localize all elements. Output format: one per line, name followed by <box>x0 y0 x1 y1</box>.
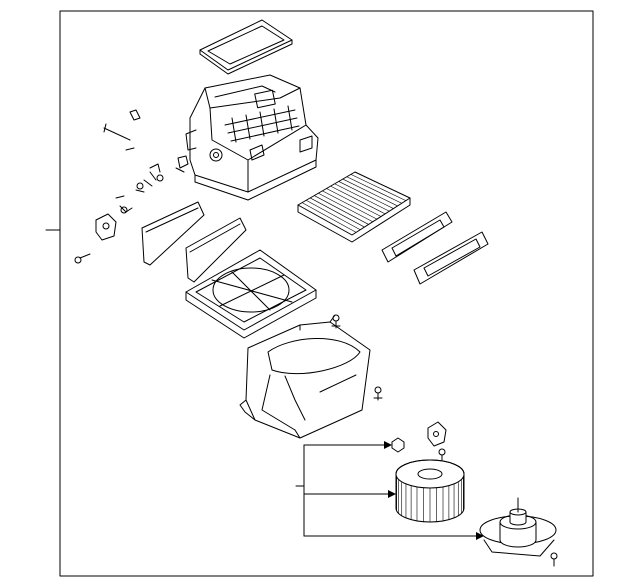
blower-motor-part <box>480 498 556 556</box>
evaporator-fin <box>339 181 394 208</box>
evaporator-fin <box>310 198 364 227</box>
nut-part <box>392 438 404 452</box>
callout-bracket <box>296 441 484 540</box>
filter-plate-left-part <box>142 202 204 265</box>
filter-plate-middle-part <box>186 218 246 282</box>
evaporator-fin <box>351 174 406 200</box>
screw-middle-part <box>332 315 340 328</box>
fan-clip-part <box>428 422 446 446</box>
fasteners-group <box>75 110 557 566</box>
diagram-frame <box>60 11 593 576</box>
evaporator-fin <box>335 184 390 211</box>
evaporator-core-part <box>298 172 410 242</box>
evaporator-fin <box>327 189 382 217</box>
evaporator-fin <box>331 186 386 214</box>
filter-frame-lower-part <box>414 232 488 284</box>
filter-frame-upper-part <box>382 212 452 262</box>
clip-part <box>130 110 140 120</box>
screw-left-part <box>75 254 90 263</box>
blower-fan-part <box>396 460 464 522</box>
evaporator-fin <box>343 179 398 206</box>
evaporator-fin <box>347 177 402 204</box>
evaporator-fin <box>302 203 356 233</box>
screw-right-part <box>374 387 382 400</box>
fan-screw-part <box>439 449 445 460</box>
actuator-part <box>96 214 116 240</box>
evaporator-fin <box>306 200 360 229</box>
evaporator-fin <box>322 191 376 219</box>
blower-case-housing-part <box>240 315 370 438</box>
evaporator-fin <box>318 193 372 222</box>
upper-case-housing-part <box>186 75 318 200</box>
seal-gasket-part <box>200 20 292 74</box>
evaporator-fin <box>314 196 368 225</box>
rod-part <box>104 124 130 140</box>
motor-screw-part <box>551 553 557 566</box>
intake-filter-tray-part <box>186 250 316 338</box>
